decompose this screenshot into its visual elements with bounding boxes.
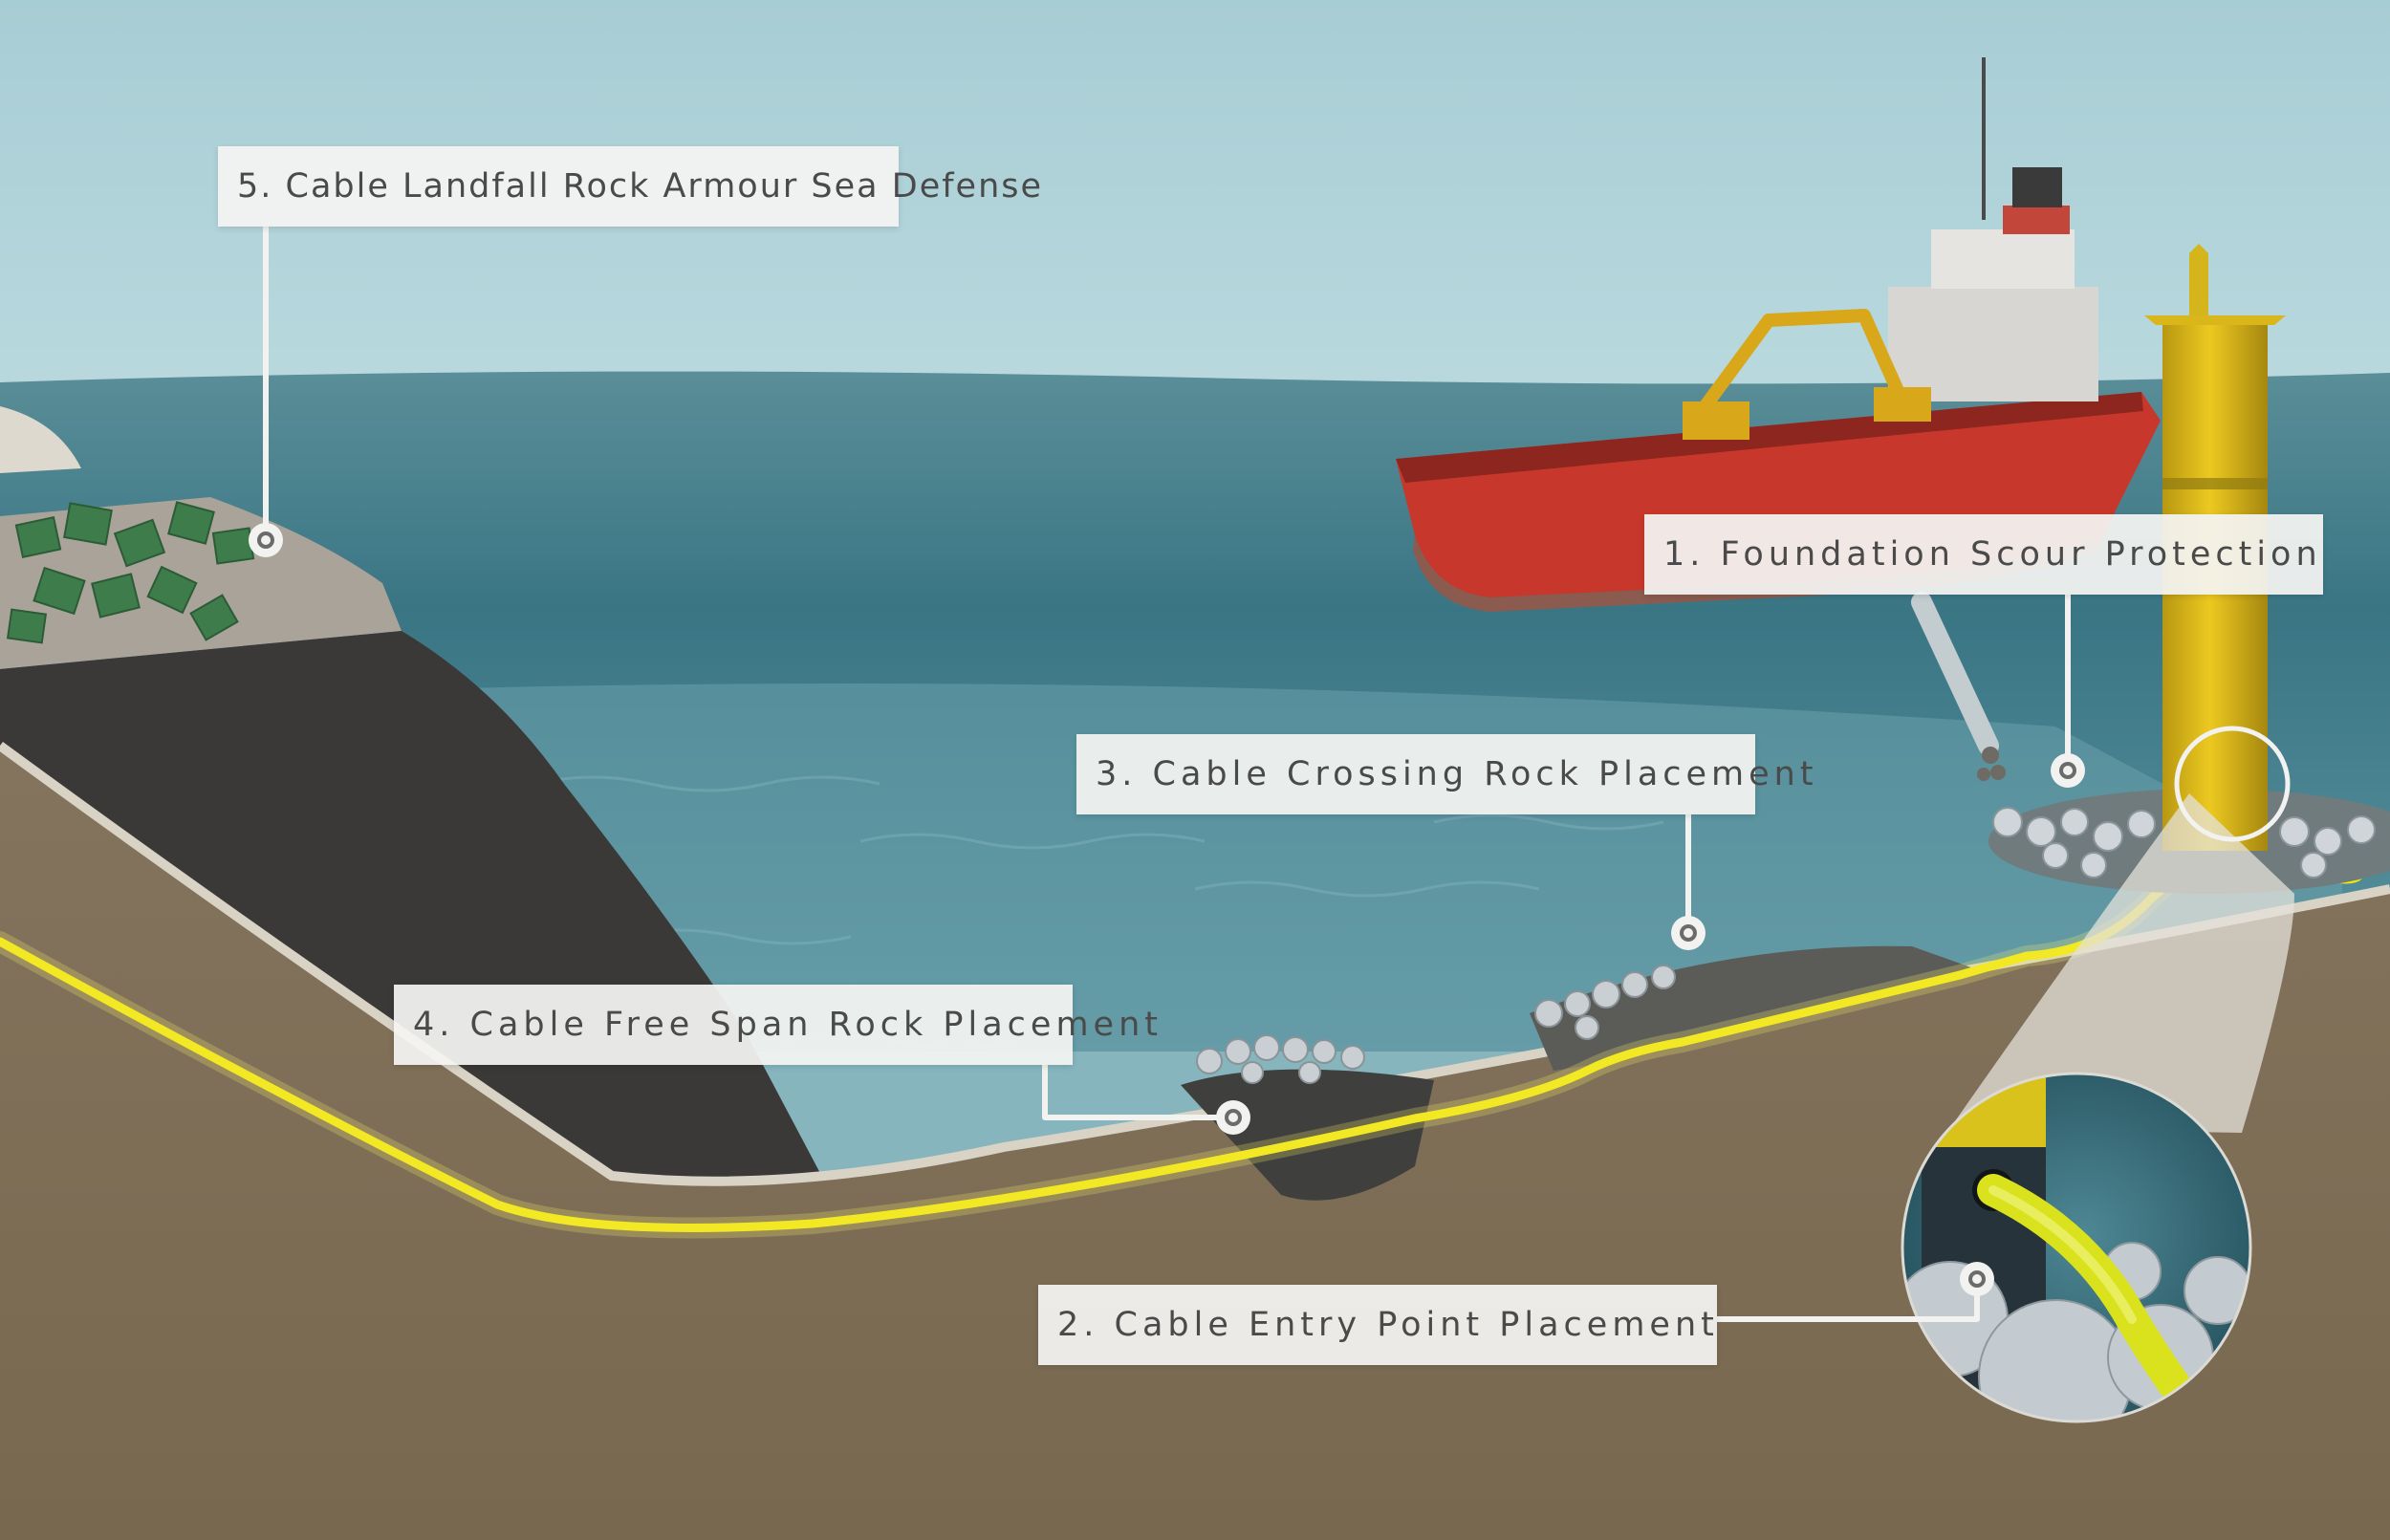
marker-5 [249,523,283,557]
callout-5-text: 5. Cable Landfall Rock Armour Sea Defens… [237,167,1043,206]
marker-3 [1671,916,1706,950]
crane-mast [2189,244,2208,315]
callout-cable-entry-point: 2. Cable Entry Point Placement [1038,1285,1717,1365]
callout-foundation-scour-protection: 1. Foundation Scour Protection [1644,514,2323,595]
callout-3-text: 3. Cable Crossing Rock Placement [1096,755,1818,793]
marker-2 [1960,1262,1994,1296]
callout-landfall-sea-defense: 5. Cable Landfall Rock Armour Sea Defens… [218,146,899,227]
monopile-platform [2144,315,2286,325]
marker-1 [2051,753,2085,788]
marker-4 [1216,1100,1250,1135]
callout-cable-free-span: 4. Cable Free Span Rock Placement [394,985,1073,1065]
callout-2-text: 2. Cable Entry Point Placement [1057,1306,1719,1344]
monopile-band [2162,478,2268,489]
callout-4-text: 4. Cable Free Span Rock Placement [413,1006,1162,1044]
callout-cable-crossing: 3. Cable Crossing Rock Placement [1076,734,1755,814]
callout-1-text: 1. Foundation Scour Protection [1663,535,2322,574]
